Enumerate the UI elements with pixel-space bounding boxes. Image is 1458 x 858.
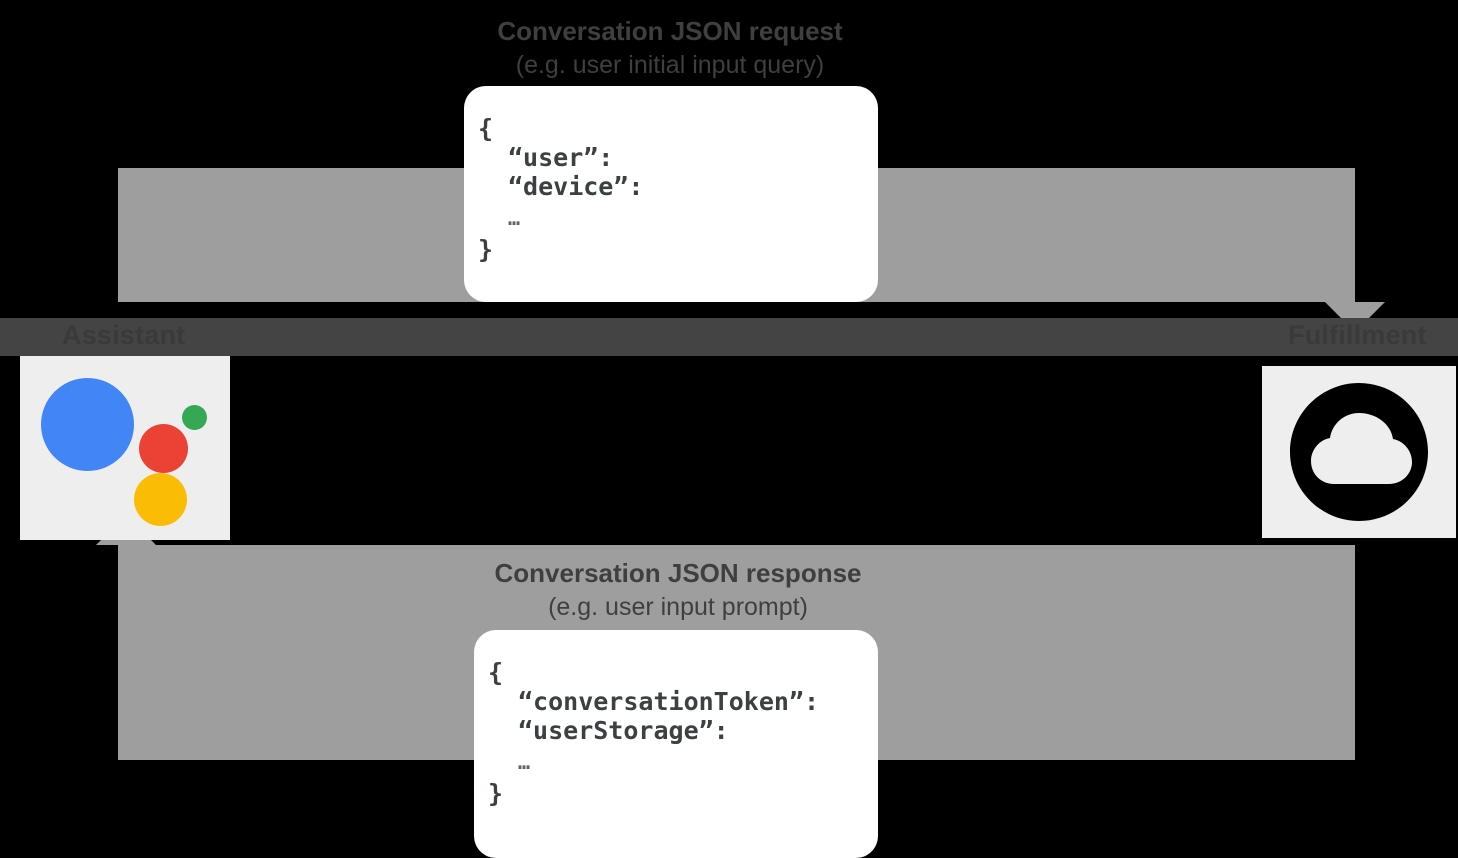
response-caption: Conversation JSON response (e.g. user in… (0, 556, 1356, 624)
json-ellipsis: … (518, 750, 531, 774)
cloud-function-icon (1286, 379, 1432, 525)
assistant-endpoint (20, 356, 230, 540)
assistant-label: Assistant (62, 320, 186, 350)
request-caption: Conversation JSON request (e.g. user ini… (0, 14, 1340, 82)
json-open-brace: { (478, 114, 494, 143)
response-caption-subtitle: (e.g. user input prompt) (548, 593, 808, 621)
json-key-user: “user”: (508, 143, 614, 172)
request-json-card: { “user”: “device”: … } (464, 86, 878, 302)
json-close-brace: } (488, 779, 504, 808)
request-caption-subtitle: (e.g. user initial input query) (515, 51, 825, 79)
fulfillment-label: Fulfillment (1288, 320, 1427, 350)
fulfillment-endpoint (1262, 366, 1456, 538)
google-assistant-icon (35, 368, 215, 528)
assistant-green-dot-icon (182, 405, 207, 430)
json-ellipsis: … (508, 206, 521, 230)
response-caption-title: Conversation JSON response (494, 558, 862, 588)
json-key-user-storage: “userStorage”: (518, 716, 729, 745)
request-caption-title: Conversation JSON request (497, 16, 843, 46)
assistant-red-dot-icon (139, 424, 188, 473)
assistant-blue-dot-icon (41, 378, 134, 471)
center-divider (0, 318, 1458, 356)
json-key-device: “device”: (508, 172, 644, 201)
response-json-card: { “conversationToken”: “userStorage”: … … (474, 630, 878, 858)
assistant-yellow-dot-icon (134, 473, 187, 526)
json-close-brace: } (478, 235, 494, 264)
json-open-brace: { (488, 658, 504, 687)
json-key-conversation-token: “conversationToken”: (518, 687, 820, 716)
